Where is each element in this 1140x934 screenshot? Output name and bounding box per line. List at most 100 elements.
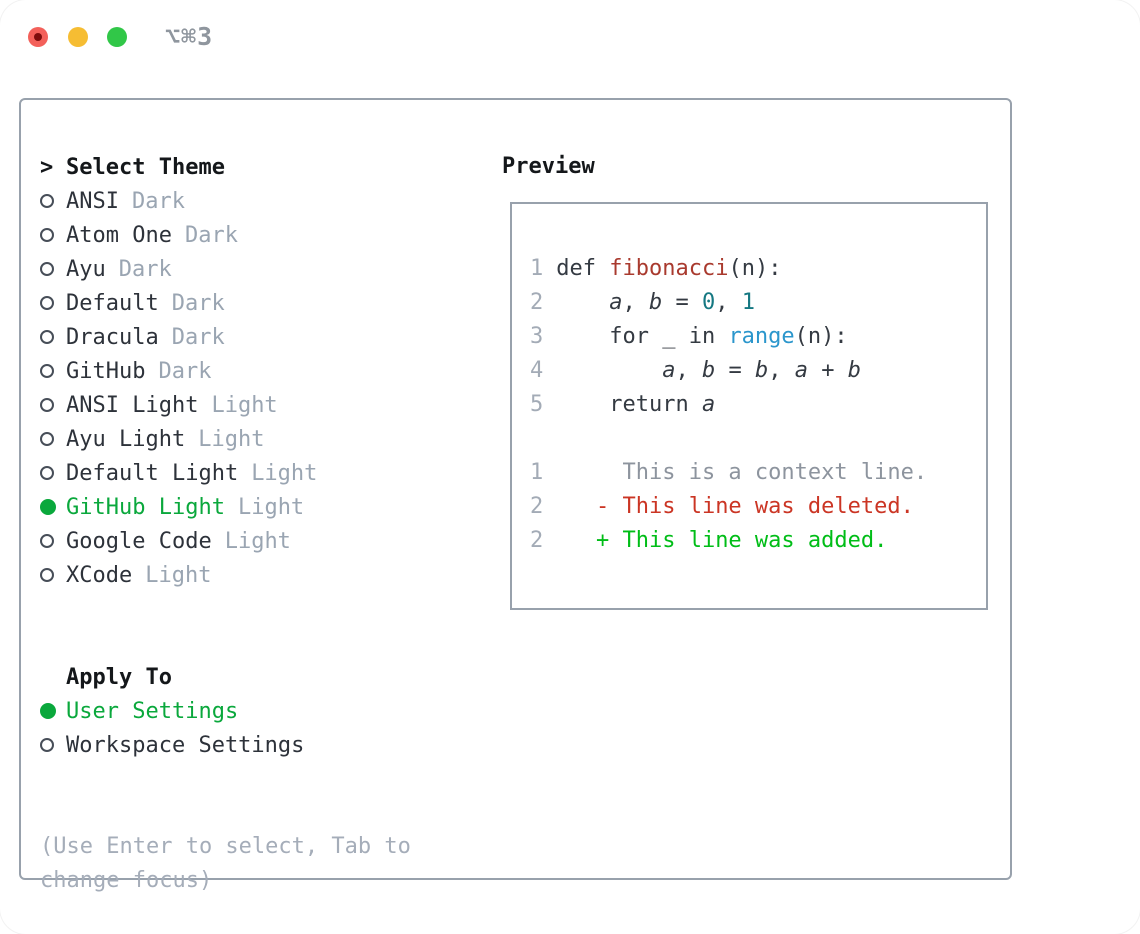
radio-unselected-icon[interactable]	[40, 296, 54, 310]
window-titlebar: ⌥⌘3	[0, 0, 1140, 74]
window-title: ⌥⌘3	[165, 22, 214, 51]
theme-name: ANSI	[66, 188, 119, 214]
radio-unselected-icon[interactable]	[40, 364, 54, 378]
theme-option-ayu-light[interactable]: Ayu Light Light	[40, 422, 411, 456]
minimize-button[interactable]	[68, 27, 88, 47]
theme-list-title: Select Theme	[66, 154, 225, 180]
theme-list-header: > Select Theme	[40, 150, 411, 184]
theme-picker-panel: > Select Theme ANSI Dark Atom One Dark A…	[19, 98, 1012, 893]
added-text: + This line was added.	[556, 528, 888, 553]
code-segment: +	[807, 358, 848, 383]
line-number: 2	[530, 290, 544, 315]
theme-option-ayu-dark[interactable]: Ayu Dark	[40, 252, 411, 286]
radio-unselected-icon[interactable]	[40, 194, 54, 208]
radio-unselected-icon[interactable]	[40, 228, 54, 242]
code-segment: =	[662, 290, 702, 315]
radio-unselected-icon[interactable]	[40, 738, 54, 752]
theme-option-atom-one-dark[interactable]: Atom One Dark	[40, 218, 411, 252]
theme-name: Ayu Light	[66, 426, 186, 452]
prompt-icon: >	[40, 154, 54, 180]
code-segment: ,	[675, 358, 702, 383]
apply-to-header: Apply To	[40, 660, 411, 694]
code-segment: return	[556, 392, 702, 417]
theme-option-github-light[interactable]: GitHub Light Light	[40, 490, 411, 524]
code-segment: (n):	[794, 324, 848, 349]
apply-option-workspace-settings[interactable]: Workspace Settings	[40, 728, 411, 762]
spacer	[40, 592, 411, 660]
code-segment: (n):	[728, 256, 782, 281]
apply-option-label: User Settings	[66, 698, 239, 724]
apply-option-user-settings[interactable]: User Settings	[40, 694, 411, 728]
line-number: 2	[530, 494, 544, 519]
theme-name: GitHub Light	[66, 494, 225, 520]
line-number: 2	[530, 528, 544, 553]
line-number: 1	[530, 460, 544, 485]
theme-name: Default Light	[66, 460, 239, 486]
radio-unselected-icon[interactable]	[40, 398, 54, 412]
theme-option-dracula-dark[interactable]: Dracula Dark	[40, 320, 411, 354]
radio-unselected-icon[interactable]	[40, 568, 54, 582]
code-segment	[556, 358, 662, 383]
theme-variant: Dark	[131, 188, 185, 214]
close-button-dot-icon	[34, 33, 42, 41]
code-segment: ,	[768, 358, 795, 383]
zoom-button[interactable]	[107, 27, 127, 47]
code-line-5: 5 return a	[530, 388, 927, 422]
code-segment: for _ in	[556, 324, 729, 349]
variable: b	[847, 358, 861, 383]
theme-option-google-code[interactable]: Google Code Light	[40, 524, 411, 558]
radio-unselected-icon[interactable]	[40, 330, 54, 344]
number-literal: 1	[741, 290, 755, 315]
theme-option-default-light[interactable]: Default Light Light	[40, 456, 411, 490]
help-text-line1: (Use Enter to select, Tab to	[40, 834, 411, 859]
theme-name: Dracula	[66, 324, 159, 350]
theme-variant: Dark	[184, 222, 238, 248]
theme-variant: Dark	[171, 324, 225, 350]
theme-variant: Light	[198, 426, 265, 452]
variable: b	[754, 358, 769, 383]
line-number: 1	[530, 256, 544, 281]
theme-name: Default	[66, 290, 159, 316]
theme-option-github-dark[interactable]: GitHub Dark	[40, 354, 411, 388]
variable: b	[648, 290, 663, 315]
line-number: 3	[530, 324, 544, 349]
diff-context-line: 1 This is a context line.	[530, 456, 927, 490]
theme-option-ansi-light[interactable]: ANSI Light Light	[40, 388, 411, 422]
theme-option-xcode[interactable]: XCode Light	[40, 558, 411, 592]
variable: a	[662, 358, 676, 383]
theme-variant: Light	[145, 562, 212, 588]
number-literal: 0	[701, 290, 716, 315]
preview-title: Preview	[502, 154, 595, 179]
theme-name: ANSI Light	[66, 392, 199, 418]
line-number: 4	[530, 358, 544, 383]
theme-name: XCode	[66, 562, 133, 588]
line-number: 5	[530, 392, 544, 417]
radio-selected-icon[interactable]	[40, 499, 56, 515]
radio-unselected-icon[interactable]	[40, 262, 54, 276]
apply-to-title: Apply To	[66, 664, 172, 690]
theme-variant: Light	[224, 528, 291, 554]
builtin-name: range	[728, 324, 795, 349]
radio-selected-icon[interactable]	[40, 703, 56, 719]
diff-deleted-line: 2 - This line was deleted.	[530, 490, 927, 524]
radio-unselected-icon[interactable]	[40, 466, 54, 480]
theme-variant: Dark	[171, 290, 225, 316]
context-text: This is a context line.	[556, 460, 928, 485]
theme-option-ansi-dark[interactable]: ANSI Dark	[40, 184, 411, 218]
code-line-2: 2 a, b = 0, 1	[530, 286, 927, 320]
deleted-text: - This line was deleted.	[556, 494, 914, 519]
variable: a	[609, 290, 623, 315]
theme-variant: Light	[237, 494, 305, 520]
radio-unselected-icon[interactable]	[40, 432, 54, 446]
code-line-3: 3 for _ in range(n):	[530, 320, 927, 354]
close-button[interactable]	[28, 27, 48, 47]
theme-variant: Light	[211, 392, 278, 418]
radio-unselected-icon[interactable]	[40, 534, 54, 548]
theme-list: > Select Theme ANSI Dark Atom One Dark A…	[40, 150, 411, 898]
theme-option-default-dark[interactable]: Default Dark	[40, 286, 411, 320]
variable: a	[701, 392, 716, 417]
